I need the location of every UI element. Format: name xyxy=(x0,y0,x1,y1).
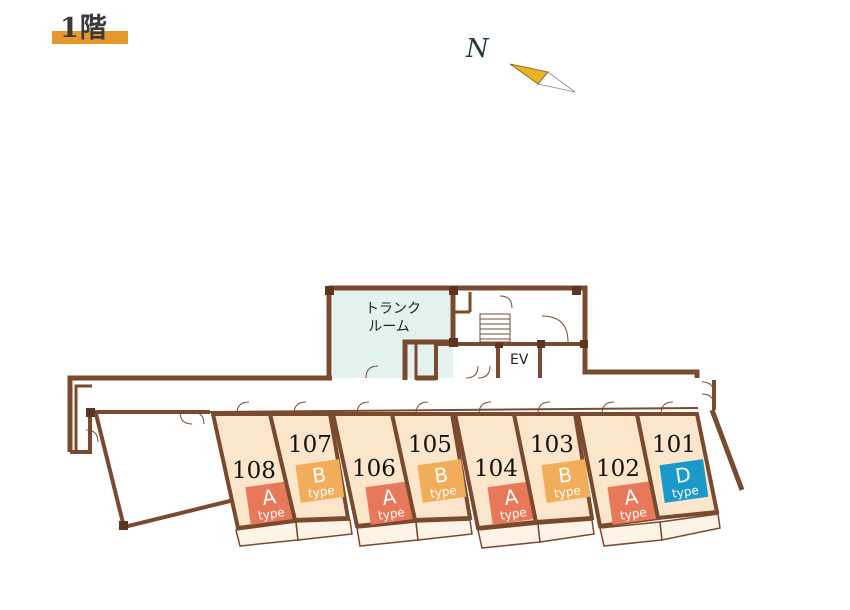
floor-label: 1階 xyxy=(60,13,108,44)
unit-type-word: type xyxy=(619,505,648,523)
elevator-label: EV xyxy=(510,352,529,368)
units: 108Atype107Btype106Atype105Btype104Atype… xyxy=(210,401,721,549)
door-icon xyxy=(293,401,307,415)
unit-type-word: type xyxy=(671,483,700,501)
unit-type-letter: B xyxy=(433,462,450,488)
unit-type-letter: A xyxy=(503,484,520,510)
core-structure xyxy=(325,285,715,407)
unit-balcony xyxy=(659,513,721,541)
unit-balcony xyxy=(537,519,595,543)
stairs-icon xyxy=(479,313,511,343)
trunk-room-label: トランク ルーム xyxy=(365,301,421,335)
door-icon xyxy=(601,401,615,415)
unit-number: 103 xyxy=(530,432,574,458)
unit-number: 107 xyxy=(288,432,332,458)
unit-type-letter: B xyxy=(311,462,328,488)
compass-north-label: N xyxy=(466,34,489,64)
unit-type-letter: B xyxy=(557,462,574,488)
floor-badge: 1階 xyxy=(52,6,128,44)
trunk-room-label-line2: ルーム xyxy=(368,319,410,335)
unit-type-word: type xyxy=(257,505,286,523)
unit-balcony xyxy=(415,519,473,541)
unit-number: 106 xyxy=(352,456,396,482)
door-icon xyxy=(236,401,250,415)
unit-type-letter: A xyxy=(261,484,278,510)
door-icon xyxy=(415,401,429,415)
floor-badge-bar xyxy=(52,31,128,44)
unit-number: 105 xyxy=(408,432,452,458)
corridor-walls xyxy=(67,375,745,530)
trunk-room xyxy=(333,290,453,378)
unit-number: 102 xyxy=(596,456,640,482)
trunk-room-label-line1: トランク xyxy=(365,301,421,317)
door-icon xyxy=(537,401,551,415)
unit-type-letter: D xyxy=(674,462,693,488)
unit-number: 104 xyxy=(474,456,518,482)
unit-type-word: type xyxy=(429,483,458,501)
unit-type-word: type xyxy=(499,505,528,523)
unit-type-word: type xyxy=(377,505,406,523)
unit-type-letter: A xyxy=(623,484,640,510)
unit-type-word: type xyxy=(307,483,336,501)
unit-balcony xyxy=(295,519,353,541)
unit-type-letter: A xyxy=(381,484,398,510)
unit-number: 108 xyxy=(232,458,276,484)
unit-number: 101 xyxy=(652,432,696,458)
door-icon xyxy=(478,401,492,415)
compass-arrow-icon xyxy=(509,63,576,93)
unit-type-word: type xyxy=(553,483,582,501)
door-icon xyxy=(660,401,674,415)
door-icon xyxy=(356,401,370,415)
